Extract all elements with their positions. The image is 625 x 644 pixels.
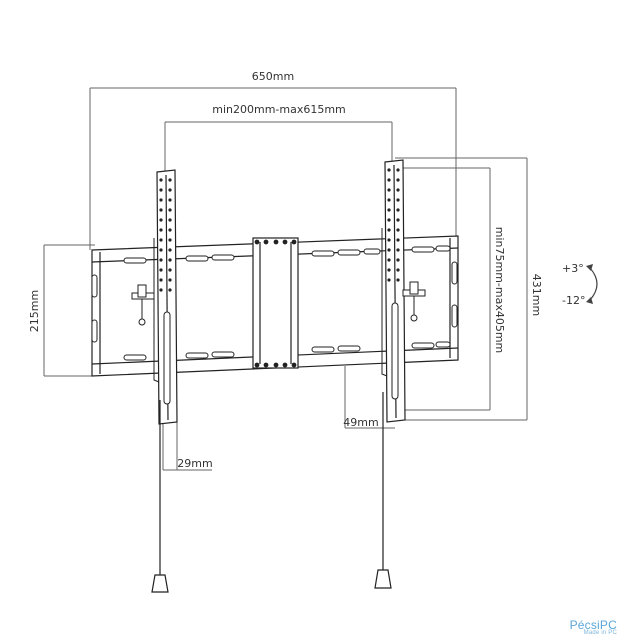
right-arm-slot	[391, 302, 399, 400]
release-cords	[151, 392, 392, 593]
left-arm-holes	[159, 178, 172, 292]
brand-logo: PécsiPC Made in PC	[570, 618, 617, 636]
dim-plate-height	[43, 244, 95, 377]
label-vesa-horizontal: min200mm-max615mm	[212, 103, 346, 116]
label-depth: 49mm	[343, 416, 378, 429]
label-tilt-up: +3°	[562, 262, 584, 275]
dim-depth	[344, 366, 395, 429]
plate-slots	[91, 245, 458, 361]
dim-arm-width	[162, 420, 212, 471]
left-arm-flange	[153, 238, 160, 383]
right-arm-flange	[381, 228, 388, 377]
tilt-arc-icon	[589, 267, 598, 301]
label-arm-width: 29mm	[177, 457, 212, 470]
dim-overall-width	[89, 87, 457, 250]
label-overall-height: 431mm	[530, 274, 543, 316]
tilt-indicator	[586, 264, 598, 304]
right-arm-holes	[387, 168, 400, 282]
left-arm-slot	[163, 311, 171, 405]
label-overall-width: 650mm	[252, 70, 294, 83]
label-vesa-vertical: min75mm-max405mm	[493, 227, 506, 354]
brand-logo-tagline: Made in PC	[583, 630, 617, 636]
dim-overall-height	[395, 157, 528, 421]
label-tilt-down: -12°	[562, 294, 585, 307]
dim-vesa-vertical	[400, 167, 491, 411]
right-arm	[384, 159, 406, 423]
right-lock-knob	[402, 281, 426, 322]
label-plate-height: 215mm	[28, 290, 41, 332]
center-plate	[252, 237, 299, 369]
left-lock-knob	[131, 284, 155, 326]
dim-vesa-horizontal	[164, 121, 393, 175]
brand-logo-text: PécsiPC	[569, 618, 617, 632]
